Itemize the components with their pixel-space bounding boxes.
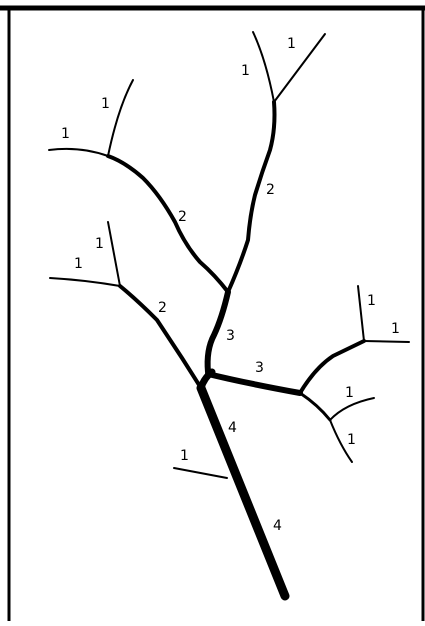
label-top-leaf-a: 1 bbox=[287, 36, 296, 52]
label-upper-left-leaf-b: 1 bbox=[61, 126, 70, 142]
label-right-branch: 3 bbox=[255, 360, 264, 376]
left-lower-leaf-a bbox=[107, 221, 121, 287]
label-upper-left-leaf-a: 1 bbox=[101, 96, 110, 112]
label-right-upper-leaf-a: 1 bbox=[367, 293, 376, 309]
right-branch-order-3 bbox=[205, 371, 303, 396]
left-lower-leaf-b bbox=[49, 277, 121, 287]
top-leaf-b bbox=[252, 31, 275, 103]
label-left-lower-leaf-a: 1 bbox=[95, 236, 104, 252]
upper-left-leaf-b bbox=[48, 147, 109, 157]
center-stem-order-3 bbox=[204, 289, 231, 375]
label-top-leaf-b: 1 bbox=[241, 63, 250, 79]
top-branch-order-2 bbox=[226, 100, 277, 294]
upper-left-leaf-a bbox=[107, 79, 134, 157]
label-left-lower-branch: 2 bbox=[158, 300, 167, 316]
upper-left-branch-order-2 bbox=[106, 154, 230, 294]
right-lower-stem bbox=[298, 391, 332, 422]
label-center-stem: 3 bbox=[226, 328, 235, 344]
label-trunk-side-leaf: 1 bbox=[180, 448, 189, 464]
label-top-branch: 2 bbox=[266, 182, 275, 198]
right-upper-leaf-a bbox=[357, 285, 365, 342]
label-right-lower-leaf-b: 1 bbox=[347, 432, 356, 448]
right-upper-stem bbox=[298, 339, 366, 395]
label-upper-left-branch: 2 bbox=[178, 209, 187, 225]
label-right-lower-leaf-a: 1 bbox=[345, 385, 354, 401]
label-trunk-lower: 4 bbox=[273, 518, 282, 534]
trunk-order-4 bbox=[196, 383, 290, 601]
right-lower-leaf-a bbox=[329, 397, 375, 421]
trunk-side-leaf bbox=[173, 467, 228, 479]
label-right-upper-leaf-b: 1 bbox=[391, 321, 400, 337]
left-lower-branch-order-2 bbox=[118, 284, 203, 390]
label-left-lower-leaf-b: 1 bbox=[74, 256, 83, 272]
label-trunk-upper: 4 bbox=[228, 420, 237, 436]
right-upper-leaf-b bbox=[363, 340, 410, 343]
top-leaf-a bbox=[273, 33, 326, 103]
right-lower-leaf-b bbox=[329, 419, 353, 463]
